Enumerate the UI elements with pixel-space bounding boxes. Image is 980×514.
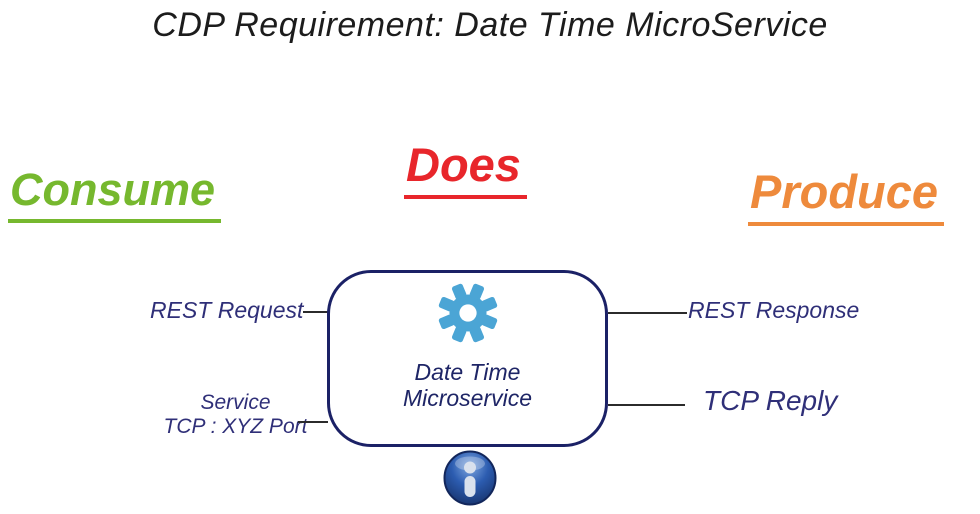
service-box: Date Time Microservice [327, 270, 608, 447]
label-service-line2: TCP : XYZ Port [163, 415, 308, 438]
gear-icon [438, 283, 497, 343]
label-tcp-reply: TCP Reply [703, 385, 838, 416]
label-rest-request: REST Request [150, 297, 304, 323]
heading-consume: Consume [8, 164, 222, 223]
connector-service-port [298, 421, 328, 423]
service-box-title-line2: Microservice [402, 385, 533, 411]
info-icon[interactable] [443, 450, 497, 506]
connector-rest-request [303, 311, 328, 313]
connector-rest-response [608, 312, 687, 314]
service-box-title: Date Time Microservice [403, 359, 532, 411]
connector-tcp-reply [608, 404, 685, 406]
page-title: CDP Requirement: Date Time MicroService [152, 6, 828, 44]
heading-produce: Produce [748, 164, 945, 226]
label-rest-response: REST Response [688, 297, 860, 323]
label-service-tcp-port: Service TCP : XYZ Port [163, 391, 308, 439]
label-service-line1: Service [200, 391, 271, 414]
heading-does: Does [404, 137, 527, 199]
service-box-title-line1: Date Time [414, 359, 521, 385]
